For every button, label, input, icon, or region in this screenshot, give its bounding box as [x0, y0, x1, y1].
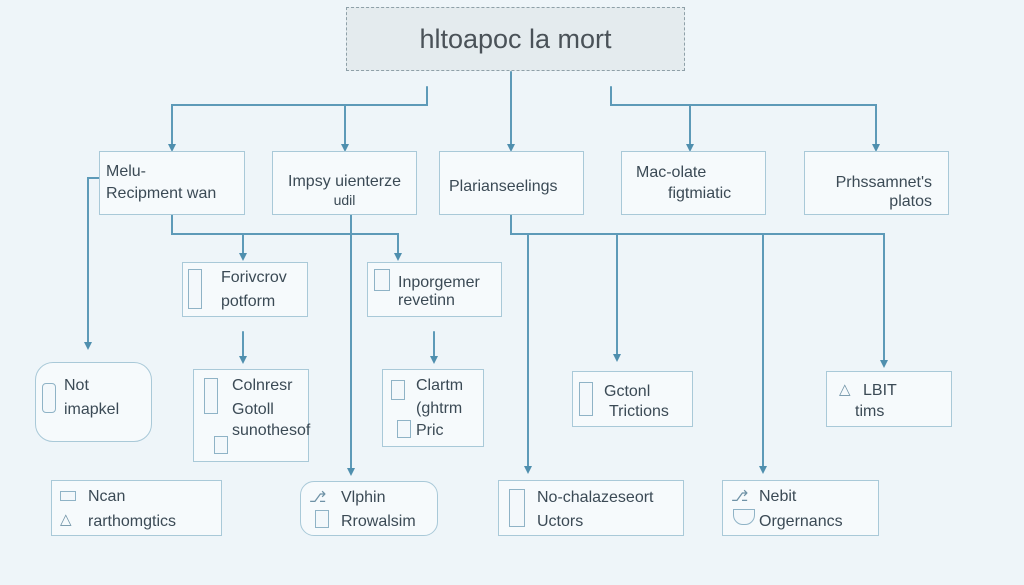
title-text: hltoapoc‌ la mort — [419, 24, 612, 54]
node-line: Vlphin — [341, 489, 386, 506]
node-line: rarthomgtics — [88, 513, 177, 530]
node-line: Not — [64, 377, 89, 394]
node-line: Forivcrov — [221, 269, 287, 286]
document-icon — [509, 489, 525, 527]
node-line: Recipment wan — [106, 185, 217, 202]
node-melu-recipment: Melu- Recipment wan — [99, 151, 245, 215]
node-clartm: Clartm (ghtrm Pric — [382, 369, 484, 447]
node-line: Uctors — [537, 513, 584, 530]
node-line: Ncan — [88, 488, 126, 505]
node-lbit: △ LBIT tims — [826, 371, 952, 427]
node-line: No-chalazeseort — [537, 489, 654, 506]
node-line: Gotoll — [232, 401, 274, 418]
node-line: Rrowalsim — [341, 513, 416, 530]
node-line: revetinn — [398, 292, 455, 309]
node-line: Trictions — [609, 403, 669, 420]
grid-icon — [579, 382, 593, 416]
diagram-title: hltoapoc‌ la mort — [346, 7, 685, 71]
node-inporgemer: Inporgemer revetinn — [367, 262, 502, 317]
node-line: udil — [333, 192, 356, 208]
node-line: Orgernancs — [759, 513, 843, 530]
node-prhssamnet: Prhssamnet's platos — [804, 151, 949, 215]
node-ncan: △ Ncan rarthomgtics — [51, 480, 222, 536]
bowl-icon — [733, 509, 755, 525]
warning-icon: △ — [839, 381, 851, 398]
network-icon: ⎇ — [309, 489, 327, 506]
node-not-imapkel: Not imapkel — [35, 362, 152, 442]
node-colnresr: Colnresr Gotoll sunothesof — [193, 369, 311, 462]
document-icon — [315, 510, 329, 528]
node-line: tims — [855, 403, 885, 420]
node-line: platos — [889, 193, 932, 210]
document-icon — [188, 269, 202, 309]
node-line: figtmiatic — [668, 185, 732, 202]
tag-icon — [60, 491, 76, 501]
node-line: LBIT — [863, 382, 897, 399]
node-line: Plarianseelings — [449, 178, 558, 195]
node-line: Prhssamnet's — [835, 174, 932, 191]
warning-icon: △ — [60, 511, 72, 528]
node-no-chalazeseort: No-chalazeseort Uctors — [498, 480, 684, 536]
node-line: Inporgemer — [398, 274, 480, 291]
node-forivcrov: Forivcrov potform — [182, 262, 308, 317]
node-line: Gctonl — [604, 383, 651, 400]
node-line: Clartm — [416, 377, 464, 394]
list-icon — [214, 436, 228, 454]
node-line: Melu- — [106, 163, 147, 180]
node-gctonl: Gctonl Trictions — [572, 371, 693, 427]
node-line: Impsy uienterze — [288, 173, 401, 190]
chat-bubble-icon — [42, 383, 56, 413]
node-line: imapkel — [64, 401, 120, 418]
node-vlphin: ⎇ Vlphin Rrowalsim — [300, 481, 438, 536]
node-line: sunothesof — [232, 422, 311, 439]
document-icon — [397, 420, 411, 438]
node-line: (ghtrm — [416, 400, 463, 417]
node-line: Colnresr — [232, 377, 293, 394]
node-nebit: ⎇ Nebit Orgernancs — [722, 480, 879, 536]
node-line: Mac-olate — [636, 164, 707, 181]
list-icon — [204, 378, 218, 414]
node-mac-olate: Mac-olate figtmiatic — [621, 151, 766, 215]
user-icon — [374, 269, 390, 291]
node-plarianseelings: Plarianseelings — [439, 151, 584, 215]
node-impsy: Impsy uienterze udil — [272, 151, 417, 215]
node-line: Pric — [416, 422, 444, 439]
node-line: Nebit — [759, 488, 797, 505]
document-icon — [391, 380, 405, 400]
node-line: potform — [221, 293, 276, 310]
network-icon: ⎇ — [731, 488, 749, 505]
